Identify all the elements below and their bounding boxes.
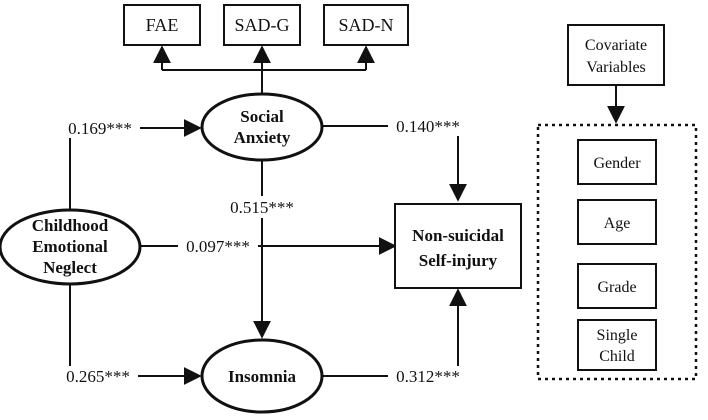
covariate-single-child: Single Child [577, 319, 657, 371]
covariate-dashed-box [536, 123, 698, 381]
social-anxiety-line-2: Anxiety [234, 128, 291, 147]
coef-anxiety-insomnia-label: 0.515*** [230, 198, 294, 217]
insomnia-node: Insomnia [200, 338, 324, 414]
covariate-gender: Gender [577, 139, 657, 185]
nssi-line-1: Non-suicidal [412, 226, 504, 245]
coef-anxiety-nssi: 0.140*** [388, 116, 468, 136]
coef-anxiety-nssi-label: 0.140*** [396, 117, 460, 136]
covariate-age: Age [577, 199, 657, 245]
covariate-title-line-2: Variables [586, 59, 646, 76]
indicator-sad-g-label: SAD-G [234, 15, 289, 35]
coef-neglect-anxiety: 0.169*** [60, 118, 140, 138]
coef-neglect-insomnia-label: 0.265*** [66, 367, 130, 386]
social-anxiety-node: Social Anxiety [200, 92, 324, 162]
indicator-sad-n: SAD-N [323, 4, 409, 46]
childhood-neglect-line-3: Neglect [43, 258, 97, 277]
coef-neglect-nssi-label: 0.097*** [186, 237, 250, 256]
covariate-single-child-line-1: Single [597, 327, 638, 344]
measurement-arrows [153, 45, 375, 95]
nssi-node: Non-suicidal Self-injury [394, 203, 522, 289]
covariate-title-box: Covariate Variables [567, 24, 665, 86]
coef-insomnia-nssi-label: 0.312*** [396, 367, 460, 386]
insomnia-label: Insomnia [228, 367, 297, 386]
coef-neglect-insomnia: 0.265*** [58, 366, 138, 386]
covariate-gender-label: Gender [593, 155, 641, 172]
covariate-title-line-1: Covariate [585, 37, 647, 54]
covariate-grade: Grade [577, 263, 657, 309]
covariate-grade-label: Grade [597, 279, 636, 296]
childhood-neglect-line-2: Emotional [32, 237, 108, 256]
childhood-neglect-node: Childhood Emotional Neglect [0, 208, 142, 286]
indicator-fae: FAE [123, 4, 201, 46]
coef-insomnia-nssi: 0.312*** [388, 366, 468, 386]
nssi-line-2: Self-injury [419, 251, 498, 270]
coef-neglect-anxiety-label: 0.169*** [68, 119, 132, 138]
indicator-sad-n-label: SAD-N [338, 15, 393, 35]
indicator-sad-g: SAD-G [223, 4, 301, 46]
covariate-single-child-line-2: Child [599, 348, 635, 365]
indicator-fae-label: FAE [146, 15, 179, 35]
social-anxiety-line-1: Social [240, 107, 284, 126]
coef-neglect-nssi: 0.097*** [178, 236, 258, 256]
covariate-age-label: Age [604, 215, 631, 232]
childhood-neglect-line-1: Childhood [32, 216, 109, 235]
coef-anxiety-insomnia: 0.515*** [222, 196, 302, 218]
